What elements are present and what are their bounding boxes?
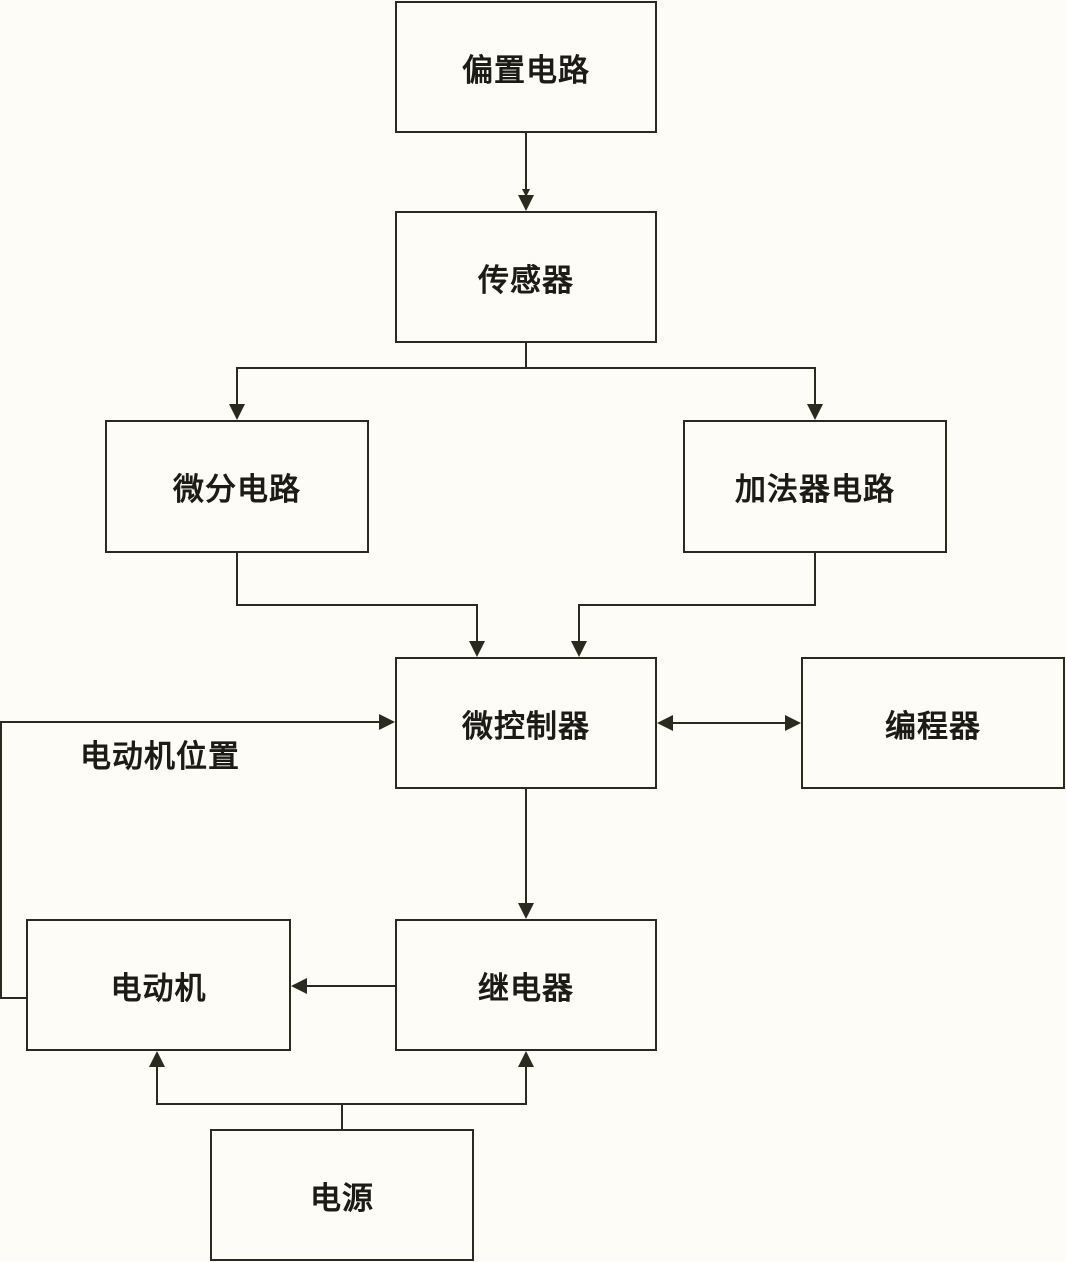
- arrowhead-sensor-to-adder: [807, 404, 823, 420]
- line-sensor-split: [236, 343, 527, 405]
- differentiator-label: 微分电路: [173, 472, 301, 508]
- arrowhead-mcu-to-relay: [518, 903, 534, 919]
- motor-position-label: 电动机位置: [80, 739, 240, 775]
- arrowhead-feedback-to-mcu: [379, 714, 395, 730]
- adder-circuit-block: 加法器电路: [683, 420, 947, 553]
- arrowhead-to-programmer: [785, 715, 801, 731]
- arrowhead-relay-to-motor: [291, 978, 307, 994]
- arrow-adder-to-mcu: [578, 553, 816, 643]
- power-supply-label: 电源: [310, 1180, 374, 1217]
- arrow-motor-feedback-to-mcu: [0, 721, 381, 999]
- arrowhead-bias-to-sensor: [518, 195, 534, 211]
- motor-block: 电动机: [26, 919, 291, 1051]
- microcontroller-label: 微控制器: [462, 708, 590, 745]
- power-supply-block: 电源: [210, 1129, 474, 1261]
- motor-label: 电动机: [110, 970, 207, 1007]
- arrowhead-power-to-motor: [149, 1051, 165, 1067]
- programmer-block: 编程器: [801, 657, 1065, 789]
- microcontroller-block: 微控制器: [395, 657, 657, 789]
- sensor-label: 传感器: [478, 262, 574, 299]
- adder-circuit-label: 加法器电路: [735, 472, 895, 508]
- line-sensor-to-adder: [526, 367, 816, 405]
- differentiator-block: 微分电路: [105, 420, 369, 553]
- bias-circuit-label: 偏置电路: [462, 52, 590, 89]
- relay-label: 继电器: [478, 970, 574, 1007]
- arrowhead-adder-to-mcu: [571, 641, 587, 657]
- arrowhead-to-mcu-from-programmer: [657, 715, 673, 731]
- sensor-block: 传感器: [395, 211, 657, 343]
- arrow-diff-to-mcu: [236, 553, 478, 643]
- line-power-to-relay: [342, 1065, 527, 1105]
- bias-circuit-block: 偏置电路: [395, 1, 657, 133]
- line-power-split: [156, 1065, 343, 1129]
- relay-block: 继电器: [395, 919, 657, 1051]
- arrowhead-sensor-to-diff: [229, 404, 245, 420]
- programmer-label: 编程器: [885, 708, 981, 745]
- arrowhead-power-to-relay: [518, 1051, 534, 1067]
- arrowhead-diff-to-mcu: [469, 641, 485, 657]
